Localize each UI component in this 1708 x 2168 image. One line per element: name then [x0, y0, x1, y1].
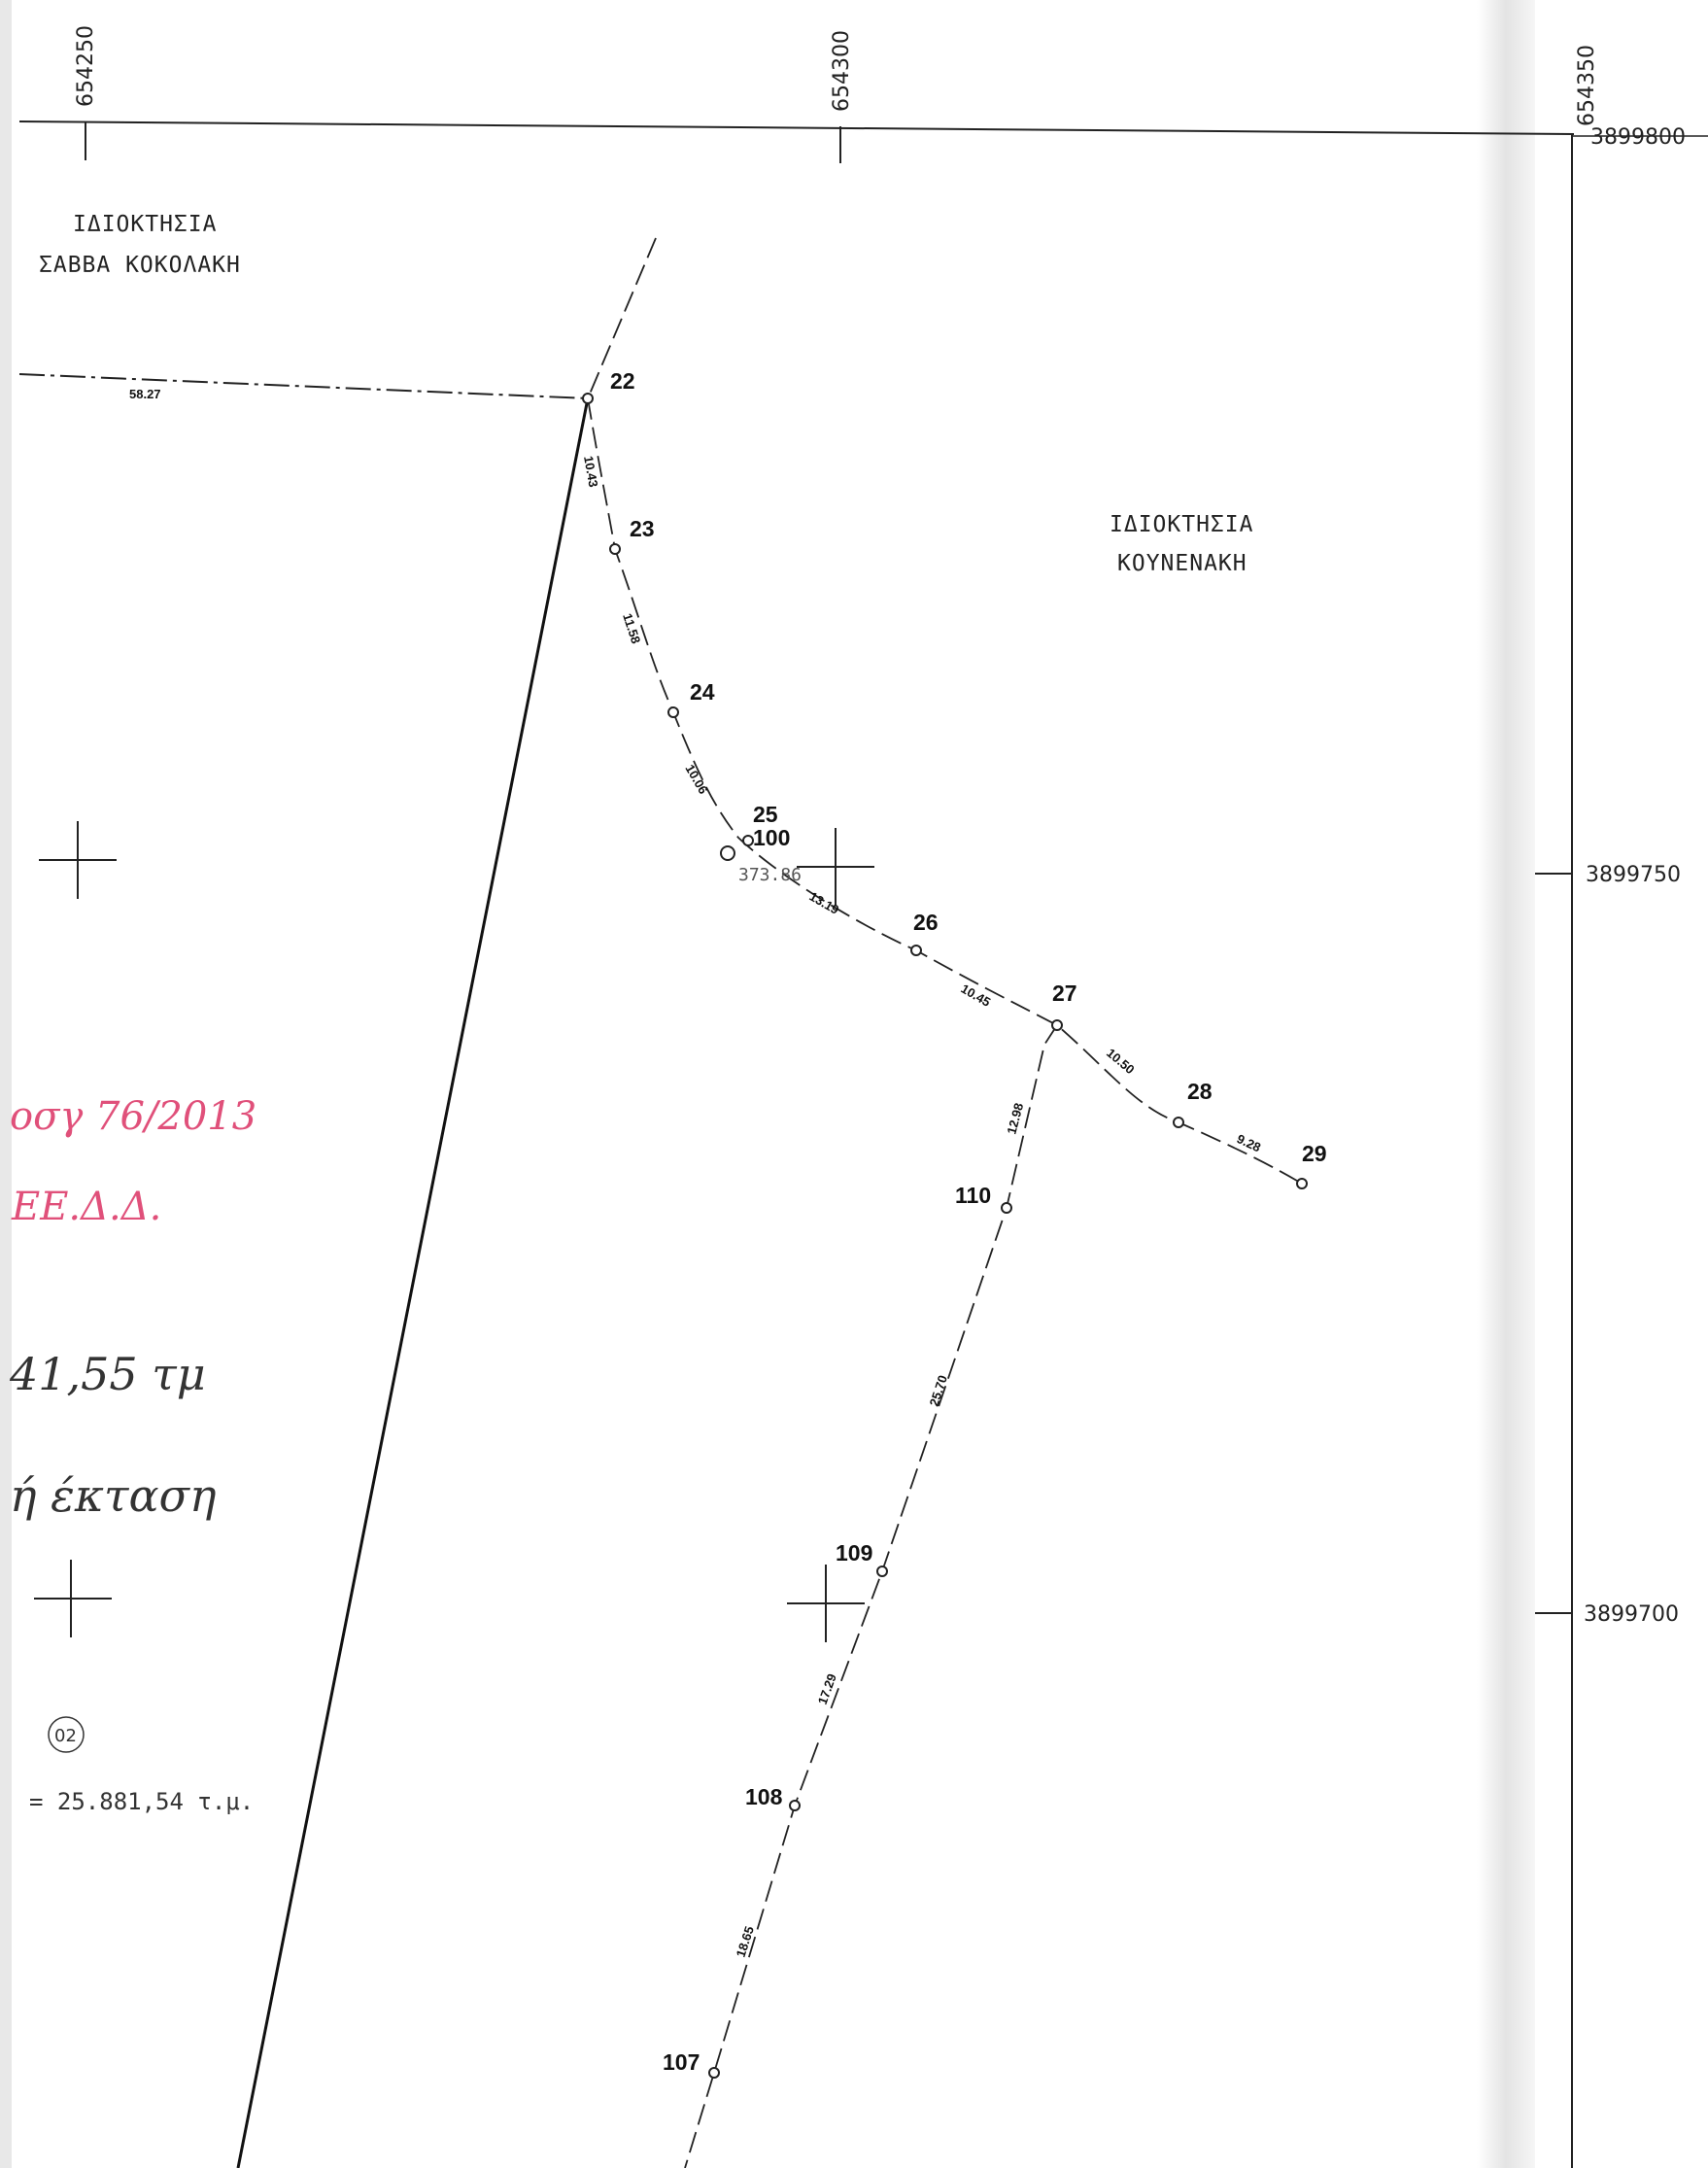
property-nw-line2: ΣΑΒΒΑ ΚΟΚΟΛΑΚΗ	[39, 253, 241, 278]
point-25-marker	[742, 835, 754, 846]
handwritten-note: ή έκταση	[10, 1469, 217, 1522]
point-109-label: 109	[836, 1540, 872, 1566]
point-23-marker	[609, 543, 621, 555]
point-26-marker	[910, 945, 922, 956]
point-110-label: 110	[955, 1183, 991, 1208]
point-108-marker	[789, 1800, 801, 1811]
parcel-boundary-diagonal	[236, 397, 590, 2168]
grid-x-label-1: 654250	[74, 25, 98, 107]
grid-y-label-3: 3899700	[1584, 1602, 1679, 1627]
point-24-marker	[667, 706, 679, 718]
parcel-area-label: = 25.881,54 τ.μ.	[29, 1788, 254, 1815]
point-28-label: 28	[1187, 1079, 1213, 1104]
property-east-line1: ΙΔΙΟΚΤΗΣΙΑ	[1110, 512, 1253, 537]
point-107-marker	[708, 2067, 720, 2079]
handwritten-reference: οσγ 76/2013	[10, 1094, 256, 1139]
point-100-marker	[720, 845, 735, 861]
point-109-marker	[876, 1566, 888, 1577]
grid-ticks	[34, 121, 1572, 1642]
point-24-label: 24	[690, 679, 715, 705]
point-25-label: 25	[753, 802, 778, 827]
parcel-id-circle	[48, 1716, 85, 1753]
point-28-marker	[1173, 1117, 1184, 1128]
property-east-line2: ΚΟΥΝΕΝΑΚΗ	[1117, 551, 1247, 576]
point-29-label: 29	[1302, 1141, 1327, 1166]
frame-top-line	[18, 120, 1575, 135]
paper-fold	[1477, 0, 1535, 2168]
point-22-marker	[582, 393, 594, 404]
grid-y-label-1: 3899800	[1590, 125, 1686, 150]
point-100-label: 100	[753, 825, 790, 850]
point-29-marker	[1296, 1178, 1308, 1189]
grid-x-label-3: 654350	[1575, 45, 1599, 126]
handwritten-organization: ΕΕ.Δ.Δ.	[11, 1185, 161, 1229]
grid-y-label-2: 3899750	[1586, 863, 1681, 887]
grid-x-label-2: 654300	[830, 30, 854, 112]
point-23-label: 23	[630, 516, 655, 541]
elevation-label: 373.86	[738, 865, 802, 885]
point-107-label: 107	[663, 2049, 700, 2075]
point-27-marker	[1051, 1019, 1063, 1031]
point-108-label: 108	[745, 1784, 783, 1809]
handwritten-area: 41,55 τμ	[9, 1348, 206, 1400]
property-nw-line1: ΙΔΙΟΚΤΗΣΙΑ	[73, 212, 217, 237]
dist-22-23: 10.43	[581, 455, 600, 489]
fence-main-line	[587, 397, 1303, 1185]
parcel-id-label: 02	[54, 1726, 77, 1746]
west-boundary-line	[18, 373, 589, 399]
dist-22-west: 58.27	[129, 387, 161, 401]
point-22-label: 22	[610, 368, 635, 394]
point-110-marker	[1001, 1202, 1012, 1214]
point-26-label: 26	[913, 910, 939, 935]
survey-points	[582, 393, 1308, 2079]
left-edge	[0, 0, 12, 2168]
point-27-label: 27	[1052, 981, 1077, 1006]
